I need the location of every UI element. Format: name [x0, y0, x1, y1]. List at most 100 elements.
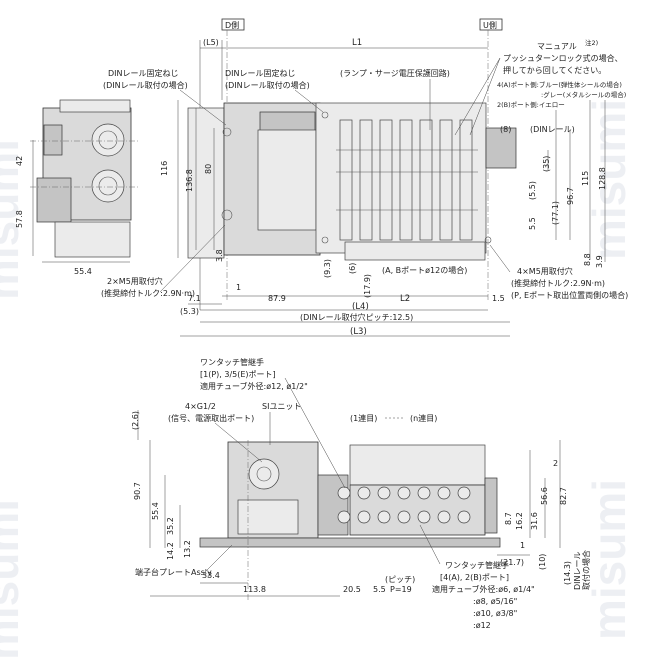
dim-13-2: 13.2 — [183, 540, 192, 558]
dim-96-7: 96.7 — [566, 187, 575, 205]
ab-fit-1: ワンタッチ管継手 — [445, 560, 509, 570]
top-hdims: 7.1 1 87.9 L2 1.5 (5.3) (L4) (DINレール取付穴ピ… — [180, 283, 510, 337]
dim-55-4: 55.4 — [74, 267, 92, 276]
dim-1-front: 1 — [520, 541, 525, 550]
dim-l1: L1 — [352, 38, 362, 48]
dim-l4: (L4) — [352, 302, 369, 312]
manual-line-3: 押してから回してください。 — [503, 65, 606, 75]
din-rail-v-1: DINレール — [573, 551, 582, 590]
dim-31-6: 31.6 — [530, 512, 539, 530]
dim-55-4: 55.4 — [151, 502, 160, 520]
left-notes: DINレール固定ねじ (DINレール取付の場合) DINレール固定ねじ (DIN… — [103, 68, 450, 130]
side-view-left — [30, 99, 140, 258]
dim-17-9: (17.9) — [363, 274, 372, 298]
dim-57-8: 57.8 — [15, 210, 24, 228]
ab-fit-2: [4(A), 2(B)ポート] — [440, 573, 509, 582]
manual-line-4: 4(A)ポート側:ブルー(弾性体シールの場合) — [497, 80, 622, 89]
din-screw-left-1: DINレール固定ねじ — [108, 68, 179, 78]
g12-2: (信号、電源取出ポート) — [168, 413, 254, 423]
manual-title: マニュアル — [537, 42, 577, 51]
dim-56-6: 56.6 — [540, 487, 549, 505]
top-left-vdims: 116 136.8 80 3.8 — [160, 100, 224, 262]
svg-text:misumi: misumi — [0, 499, 28, 660]
side-dims: 42 57.8 55.4 — [15, 140, 130, 276]
dim-33-4: 33.4 — [202, 571, 220, 580]
svg-text:misumi: misumi — [0, 139, 28, 300]
din-screw-mid-2: (DINレール取付の場合) — [225, 80, 310, 90]
manual-line-5: :グレー(メタルシールの場合) — [541, 90, 626, 99]
dim-35-2: 35.2 — [166, 517, 175, 535]
dim-6: (6) — [348, 263, 357, 274]
pe-port-note: (P, Eポート取出位置両側の場合) — [511, 290, 628, 300]
pitch-value: P=19 — [390, 585, 412, 594]
dim-8-7: 8.7 — [504, 512, 513, 525]
din-screw-left-2: (DINレール取付の場合) — [103, 80, 188, 90]
dim-14-3: (14.3) — [563, 561, 572, 585]
dim-5-5: 5.5 — [528, 217, 537, 230]
valve-stations — [336, 119, 478, 241]
manifold-front-view — [199, 440, 501, 600]
dim-8: (8) — [500, 125, 511, 134]
m5-right-2: (推奨締付トルク:2.9N·m) — [511, 278, 605, 288]
dim-l5: (L5) — [203, 38, 219, 47]
dim-80: 80 — [204, 164, 213, 174]
din-rail-note: (DINレール) — [530, 125, 575, 134]
dim-7-1: 7.1 — [188, 294, 201, 303]
station-1: (1連目) — [350, 413, 377, 423]
dim-3-8: 3.8 — [215, 249, 224, 262]
m5-left-2: (推奨締付トルク:2.9N·m) — [101, 288, 195, 298]
dim-l2: L2 — [400, 294, 410, 304]
one-touch-2: [1(P), 3/5(E)ポート] — [200, 370, 276, 379]
watermark: misumi misumi misumi misumi — [0, 99, 635, 660]
din-screw-mid-1: DINレール固定ねじ — [225, 68, 296, 78]
svg-text:misumi: misumi — [583, 99, 635, 260]
manual-notes: マニュアル 注2) プッシュターンロック式の場合、 押してから回してください。 … — [454, 38, 626, 136]
manual-line-6: 2(B)ポート側:イエロー — [497, 101, 565, 109]
u-side-label: U側 — [483, 20, 497, 30]
one-touch-1: ワンタッチ管継手 — [200, 357, 264, 367]
pitch-label: (ピッチ) — [385, 575, 415, 584]
dim-116: 116 — [160, 161, 169, 176]
front-dims: (2.6) 90.7 55.4 35.2 14.2 13.2 33.4 113.… — [131, 410, 591, 597]
top-right-vdims: (DINレール) (8) (35) (5.5) (77.1) 96.7 5.5 … — [500, 100, 607, 268]
manual-sup: 注2) — [585, 38, 598, 47]
lamp-surge-note: (ランプ・サージ電圧保護回路) — [340, 68, 450, 78]
dim-2-6: (2.6) — [131, 411, 140, 430]
dim-9-3: (9.3) — [323, 259, 332, 278]
front-ports — [337, 486, 471, 524]
ab-fit-4: :ø8, ø5/16" — [473, 597, 517, 606]
m5-left-1: 2×M5用取付穴 — [107, 276, 163, 286]
dim-113-8: 113.8 — [243, 585, 266, 594]
dim-90-7: 90.7 — [133, 482, 142, 500]
dim-20-5: 20.5 — [343, 585, 361, 594]
dim-87-9: 87.9 — [268, 294, 286, 303]
ab-fit-6: :ø12 — [473, 621, 491, 630]
manifold-top-view — [187, 102, 517, 261]
si-unit: SIユニット — [262, 402, 301, 411]
top-bottom-notes: (9.3) (6) (17.9) (A, Bポートø12の場合) 4×M5用取付… — [101, 224, 628, 300]
ab-port-note: (A, Bポートø12の場合) — [382, 265, 467, 275]
dim-77-1: (77.1) — [551, 201, 560, 225]
dim-5-5a: (5.5) — [528, 181, 537, 200]
dim-136-8: 136.8 — [185, 169, 194, 192]
dim-8-8: 8.8 — [583, 253, 592, 266]
one-touch-3: 適用チューブ外径:ø12, ø1/2" — [200, 381, 308, 391]
d-side-label: D側 — [225, 20, 239, 30]
station-n: (n連目) — [410, 413, 437, 423]
dim-5-3: (5.3) — [180, 307, 199, 316]
manual-line-2: プッシュターンロック式の場合、 — [503, 53, 623, 63]
dim-1-5: 1.5 — [492, 294, 505, 303]
svg-text:misumi: misumi — [583, 479, 635, 640]
din-pitch-note: (DINレール取付穴ピッチ:12.5) — [300, 312, 413, 322]
dim-1: 1 — [236, 283, 241, 292]
top-dims-row: (L5) L1 — [199, 38, 488, 310]
m5-right-1: 4×M5用取付穴 — [517, 266, 573, 276]
ab-fit-5: :ø10, ø3/8" — [473, 609, 517, 618]
dim-14-2: 14.2 — [166, 542, 175, 560]
dim-21-7: (21.7) — [500, 558, 524, 567]
dim-5-5-front: 5.5 — [373, 585, 386, 594]
dim-42: 42 — [15, 156, 24, 166]
din-rail-v-2: 取付の場合 — [581, 550, 591, 590]
front-notes: ワンタッチ管継手 [1(P), 3/5(E)ポート] 適用チューブ外径:ø12,… — [135, 357, 535, 630]
